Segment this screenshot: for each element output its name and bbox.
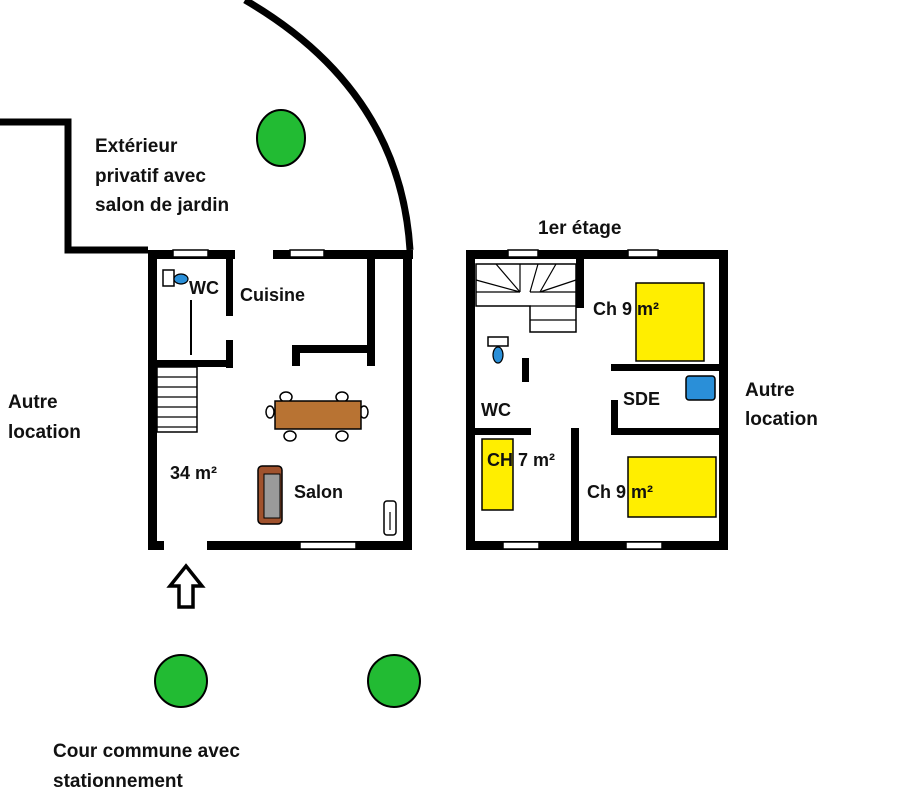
room-label-cuisine: Cuisine — [240, 285, 305, 305]
first-floor-walls — [466, 249, 728, 550]
shower-tray-icon — [685, 375, 716, 401]
room-label-ch1: Ch 9 m² — [593, 299, 659, 319]
room-label-salon: Salon — [294, 482, 343, 502]
room-label-ch2: CH 7 m² — [487, 450, 555, 470]
toilet-icon — [162, 269, 189, 287]
cour-label-line1: Cour commune avec — [53, 741, 240, 762]
autre-location-right-line1: Autre — [745, 380, 795, 401]
room-label-sde: SDE — [623, 389, 660, 409]
bed-icon — [627, 456, 717, 518]
bed-icon — [635, 282, 705, 362]
table-icon — [265, 391, 369, 442]
exterior-label-line3: salon de jardin — [95, 195, 229, 216]
exterior-label-line2: privatif avec — [95, 166, 206, 187]
cour-label-line2: stationnement — [53, 771, 184, 792]
autre-location-left-line1: Autre — [8, 392, 58, 413]
autre-location-right-line2: location — [745, 409, 818, 430]
radiator-icon — [383, 500, 397, 536]
tree-icon — [256, 109, 306, 167]
stairs-icon — [156, 366, 198, 433]
tree-icon — [154, 654, 208, 708]
tree-icon — [367, 654, 421, 708]
entrance-arrow-icon — [166, 563, 206, 609]
surface-label: 34 m² — [170, 463, 217, 483]
room-label-wc-first: WC — [481, 400, 511, 420]
floor-title: 1er étage — [538, 218, 621, 239]
exterior-label-line1: Extérieur — [95, 136, 178, 157]
ground-floor-walls — [148, 249, 413, 550]
autre-location-left-line2: location — [8, 422, 81, 443]
room-label-wc-ground: WC — [189, 278, 219, 298]
sofa-icon — [257, 465, 283, 525]
room-label-ch3: Ch 9 m² — [587, 482, 653, 502]
toilet-icon — [487, 336, 509, 364]
stairs-icon — [475, 263, 577, 333]
bed-icon — [481, 438, 514, 511]
garden-boundary — [0, 0, 414, 254]
